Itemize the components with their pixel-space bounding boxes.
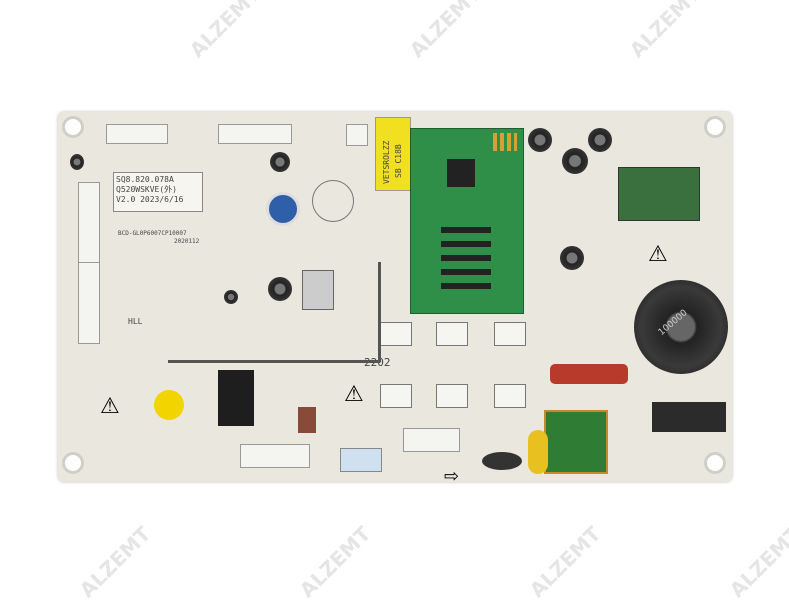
yellow-dot xyxy=(154,390,184,420)
capacitor xyxy=(560,246,584,270)
connector xyxy=(240,444,310,468)
mounting-hole xyxy=(62,116,84,138)
capacitor xyxy=(588,128,612,152)
transistor-array xyxy=(441,219,491,289)
watermark: ALZEMT xyxy=(524,521,606,602)
relay xyxy=(436,322,468,346)
mounting-hole xyxy=(704,116,726,138)
warning-icon: ⚠ xyxy=(344,382,364,407)
warning-icon: ⚠ xyxy=(648,242,668,267)
label-line: SQ8.820.078A xyxy=(116,175,174,184)
capacitor xyxy=(70,154,84,170)
inductor-label: 100000 xyxy=(656,308,690,338)
sticker-text: VETSROLZZ xyxy=(382,140,391,184)
relay xyxy=(380,384,412,408)
y-capacitor xyxy=(528,430,548,474)
capacitor-brown xyxy=(298,407,316,433)
warning-icon: ⚠ xyxy=(100,394,120,419)
mounting-hole xyxy=(704,452,726,474)
inductor: 100000 xyxy=(634,280,728,374)
arrow-mark: ⇨ xyxy=(444,466,460,487)
connector xyxy=(218,124,292,144)
header-pins xyxy=(493,133,517,151)
watermark: ALZEMT xyxy=(724,521,789,602)
watermark: ALZEMT xyxy=(294,521,376,602)
yellow-sticker: VETSROLZZ SB C18B xyxy=(375,117,411,191)
label-box: SQ8.820.078A Q520WSKVE(外) V2.0 2023/6/16 xyxy=(113,172,203,212)
varistor xyxy=(482,452,522,470)
trace xyxy=(168,360,380,363)
mounting-hole xyxy=(62,452,84,474)
capacitor xyxy=(562,148,588,174)
trace xyxy=(378,262,381,362)
capacitor xyxy=(224,290,238,304)
part-code: BCD-GL0P6007CP10007 xyxy=(118,230,187,237)
relay xyxy=(436,384,468,408)
label-line: V2.0 2023/6/16 xyxy=(116,195,184,204)
relay xyxy=(380,322,412,346)
capacitor xyxy=(270,152,290,172)
capacitor-red xyxy=(550,364,628,384)
connector xyxy=(346,124,368,146)
relay-black xyxy=(218,370,254,426)
connector xyxy=(106,124,168,144)
relay xyxy=(494,384,526,408)
connector xyxy=(403,428,460,452)
watermark: ALZEMT xyxy=(624,0,706,63)
qr-label xyxy=(340,448,382,472)
hll-label: HLL xyxy=(128,317,143,326)
transformer xyxy=(544,410,608,474)
capacitor-outline xyxy=(312,180,354,222)
watermark: ALZEMT xyxy=(404,0,486,63)
watermark: ALZEMT xyxy=(74,521,156,602)
microcontroller-chip xyxy=(447,159,475,187)
sticker-text: SB C18B xyxy=(394,144,403,178)
relay xyxy=(494,322,526,346)
date-code: 2020112 xyxy=(174,238,200,245)
daughter-board xyxy=(410,128,524,314)
heatsink-regulator xyxy=(302,270,334,310)
capacitor xyxy=(528,128,552,152)
label-line: Q520WSKVE(外) xyxy=(116,185,177,194)
heatsink xyxy=(652,402,726,432)
watermark: ALZEMT xyxy=(184,0,266,63)
potentiometer xyxy=(266,192,300,226)
capacitor xyxy=(268,277,292,301)
connector xyxy=(78,262,100,344)
pcb-board: SQ8.820.078A Q520WSKVE(外) V2.0 2023/6/16… xyxy=(58,112,732,487)
power-relay xyxy=(618,167,700,221)
